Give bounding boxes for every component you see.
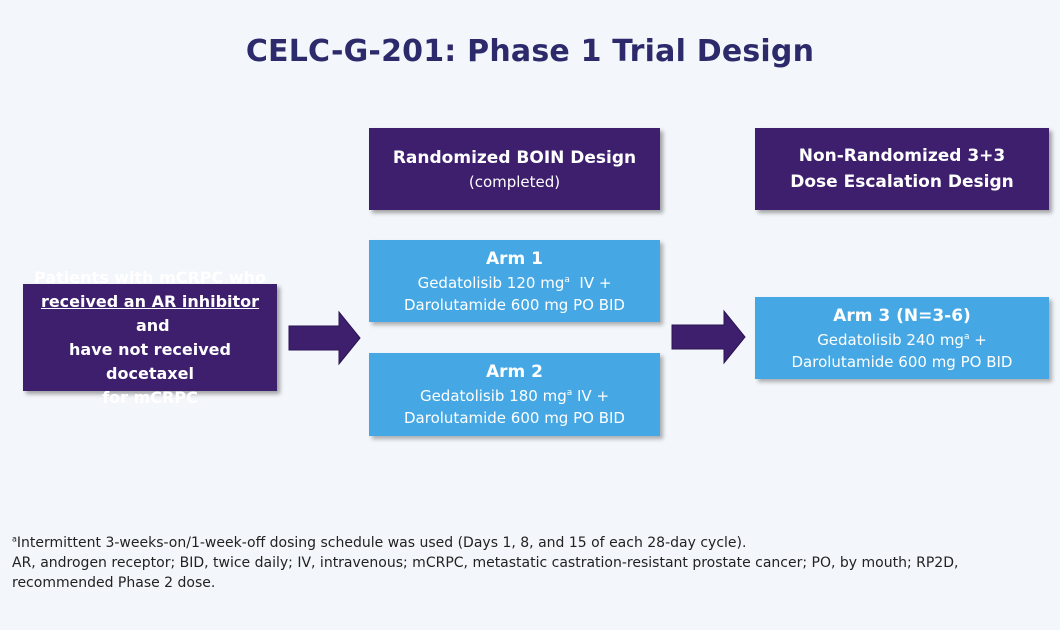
arm2-title: Arm 2: [485, 362, 543, 382]
patients-line3: have not received docetaxel: [69, 339, 231, 383]
footnote-line3: recommended Phase 2 dose.: [12, 575, 216, 591]
ar-inhibitor-text: received an AR inhibitor: [40, 291, 260, 311]
arm3-line1: Gedatolisib 240 mga +: [817, 329, 987, 351]
footnote-dosing: Intermittent 3-weeks-on/1-week-off dosin…: [16, 535, 747, 551]
arm1-title: Arm 1: [485, 248, 543, 269]
arm1-drug: Gedatolisib 120 mg: [417, 273, 565, 292]
page-title: CELC-G-201: Phase 1 Trial Design: [245, 34, 815, 69]
patients-line1: Patients with mCRPC who: [33, 267, 267, 287]
arm3-box: Arm 3 (N=3-6) Gedatolisib 240 mga + Daro…: [755, 297, 1049, 379]
arrow-1-shape: [288, 310, 361, 366]
nonrandom-line2: Dose Escalation Design: [790, 172, 1014, 192]
arm2-line2: Darolutamide 600 mg PO BID: [404, 409, 625, 427]
arm3-route: +: [969, 330, 987, 349]
arm3-drug: Gedatolisib 240 mg: [817, 330, 964, 349]
arm2-drug: Gedatolisib 180 mg: [419, 387, 567, 405]
patients-line2-rest: and: [130, 315, 170, 335]
arm2-sup: a: [566, 388, 573, 398]
patients-line4: for mCRPC: [102, 387, 198, 407]
arrow-right-icon: [288, 310, 361, 366]
arm3-sup: a: [963, 331, 970, 342]
arm2-box: Arm 2 Gedatolisib 180 mga IV + Darolutam…: [369, 353, 660, 436]
footnote: aIntermittent 3-weeks-on/1-week-off dosi…: [12, 533, 1052, 593]
arm1-line1: Gedatolisib 120 mga IV +: [418, 272, 612, 294]
footnote-sup: a: [12, 534, 17, 544]
arm1-line2: Darolutamide 600 mg PO BID: [404, 295, 625, 314]
arm3-title: Arm 3 (N=3-6): [833, 305, 971, 326]
arm1-box: Arm 1 Gedatolisib 120 mga IV + Darolutam…: [369, 240, 660, 322]
arm3-line2: Darolutamide 600 mg PO BID: [791, 352, 1013, 371]
boin-note: (completed): [468, 173, 561, 191]
footnote-line1: aIntermittent 3-weeks-on/1-week-off dosi…: [12, 533, 1052, 553]
arrow-right-icon: [671, 309, 746, 365]
arm1-sup: a: [564, 274, 570, 285]
boin-design-header: Randomized BOIN Design (completed): [369, 128, 660, 210]
nonrandom-line1: Non-Randomized 3+3: [798, 146, 1006, 166]
patients-box: Patients with mCRPC who received an AR i…: [23, 268, 277, 407]
arm2-route: IV +: [572, 387, 610, 405]
footnote-line2: AR, androgen receptor; BID, twice daily;…: [12, 555, 959, 571]
nonrandom-design-header: Non-Randomized 3+3 Dose Escalation Desig…: [755, 128, 1049, 210]
patients-line2: received an AR inhibitor and: [23, 290, 277, 338]
arm2-line1: Gedatolisib 180 mga IV +: [420, 385, 609, 407]
arrow-2-shape: [671, 309, 746, 365]
arm1-route: IV +: [569, 273, 612, 292]
boin-heading: Randomized BOIN Design: [392, 148, 637, 168]
